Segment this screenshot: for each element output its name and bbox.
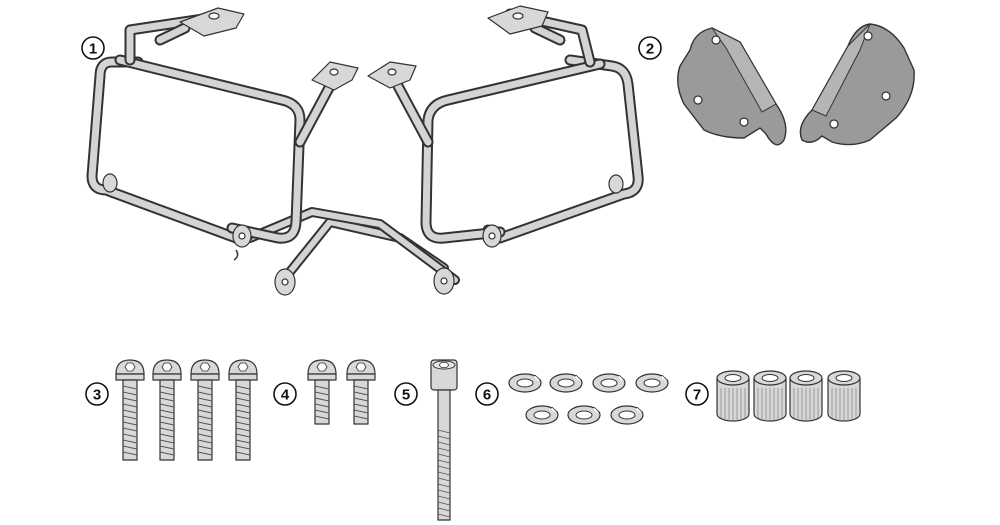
callout-6: 6 (475, 382, 499, 406)
left-frame (86, 7, 359, 261)
callout-3-label: 3 (93, 387, 101, 404)
callout-4-label: 4 (281, 387, 290, 404)
callout-5-label: 5 (402, 387, 410, 404)
long-button-screw-icon (115, 359, 258, 461)
right-plate (799, 23, 915, 146)
screw-4b (346, 359, 376, 425)
screw-3c (190, 359, 220, 461)
callout-1-label: 1 (89, 41, 97, 58)
screw-3a (115, 359, 145, 461)
socket-head-bolt-icon (430, 359, 458, 521)
callout-4: 4 (273, 382, 297, 406)
screw-3d (228, 359, 258, 461)
callout-7: 7 (685, 382, 709, 406)
callout-2: 2 (638, 36, 662, 60)
callout-6-label: 6 (483, 387, 491, 404)
spacer-bushing-icon (716, 370, 861, 422)
short-button-screw-icon (307, 359, 376, 425)
left-plate (677, 27, 787, 146)
callout-3: 3 (85, 382, 109, 406)
cross-bar-assembly (245, 207, 460, 296)
right-frame (367, 5, 644, 248)
callout-7-label: 7 (693, 387, 701, 404)
callout-1: 1 (81, 36, 105, 60)
screw-4a (307, 359, 337, 425)
mounting-plate-pair-icon (677, 23, 915, 146)
callout-2-label: 2 (646, 41, 654, 58)
pannier-frame-pair-icon (86, 5, 644, 296)
callout-5: 5 (394, 382, 418, 406)
spring-washer-icon (508, 373, 669, 425)
screw-3b (152, 359, 182, 461)
